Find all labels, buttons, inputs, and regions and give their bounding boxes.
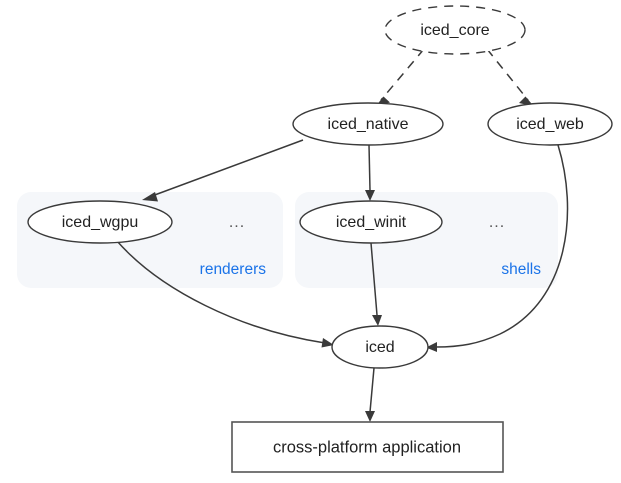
arrowhead — [372, 315, 382, 326]
edge-iced-core-to-iced-web — [486, 48, 534, 107]
node-iced-native-label: iced_native — [328, 116, 409, 133]
edge-iced-native-to-iced-winit — [365, 144, 375, 201]
edge-iced-wgpu-to-iced — [116, 240, 334, 348]
node-iced-label: iced — [365, 339, 394, 356]
node-iced-wgpu-shape[interactable] — [27, 200, 173, 244]
node-iced-core[interactable]: iced_core — [384, 5, 526, 55]
edge-path — [435, 144, 569, 348]
node-iced-wgpu[interactable]: iced_wgpu — [27, 200, 173, 244]
node-application-shape[interactable] — [231, 421, 504, 473]
edge-iced-winit-to-iced — [370, 242, 382, 326]
node-iced-web-shape[interactable] — [487, 102, 613, 146]
edge-path — [368, 144, 371, 191]
arrowhead — [365, 190, 375, 201]
arrowhead — [142, 192, 158, 202]
cluster-shells-ellipsis: ... — [489, 214, 505, 231]
node-iced-web[interactable]: iced_web — [487, 102, 613, 146]
node-iced-core-label: iced_core — [420, 22, 489, 39]
node-iced-winit-label: iced_winit — [336, 214, 407, 231]
arrowhead — [321, 338, 334, 348]
edge-path — [486, 48, 529, 101]
node-iced-native[interactable]: iced_native — [292, 102, 444, 146]
cluster-shells-label: shells — [501, 261, 541, 278]
edge-path — [369, 367, 375, 413]
arrowhead — [365, 411, 375, 422]
node-iced-core-shape[interactable] — [384, 5, 526, 55]
edge-path — [151, 139, 304, 197]
cluster-renderers-ellipsis: ... — [229, 214, 245, 231]
node-iced-winit-shape[interactable] — [299, 200, 443, 244]
edge-path — [370, 242, 378, 316]
edge-iced-web-to-iced — [426, 144, 569, 352]
cluster-renderers-label: renderers — [200, 261, 267, 278]
node-iced-wgpu-label: iced_wgpu — [62, 214, 139, 231]
node-cross-platform-application[interactable]: cross-platform application — [231, 421, 504, 473]
node-application-label: cross-platform application — [273, 438, 461, 456]
node-iced-shape[interactable] — [331, 325, 429, 369]
edge-iced-to-application — [365, 367, 375, 422]
edge-iced-core-to-iced-native — [375, 48, 425, 107]
arrowhead — [426, 342, 437, 352]
edge-iced-native-to-iced-wgpu — [142, 139, 304, 202]
node-iced-native-shape[interactable] — [292, 102, 444, 146]
edge-path — [380, 48, 425, 101]
node-iced-winit[interactable]: iced_winit — [299, 200, 443, 244]
node-iced-web-label: iced_web — [516, 116, 584, 133]
edge-path — [116, 240, 326, 344]
node-iced[interactable]: iced — [331, 325, 429, 369]
